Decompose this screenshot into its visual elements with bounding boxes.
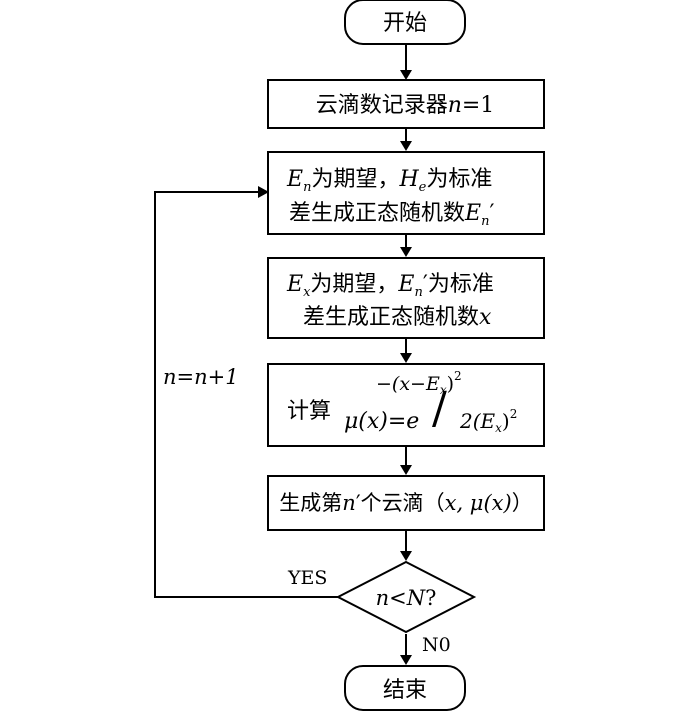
arrow-head (400, 247, 412, 257)
init-text: 云滴数记录器n=1 (316, 93, 495, 118)
end-label: 结束 (383, 678, 427, 703)
node-step2: Ex为期望，En′为标准 差生成正态随机数x (267, 257, 545, 339)
calc-slash: / (432, 383, 447, 434)
calc-numerator: −(x−Ex)2 (376, 369, 462, 397)
arrow-head (400, 551, 412, 561)
loop-label: n=n+1 (163, 365, 239, 389)
arrow-head (400, 141, 412, 151)
arrow-head (258, 186, 269, 198)
node-decision: n<N? (335, 560, 477, 634)
arrow-head (400, 655, 412, 665)
step1-line2: 差生成正态随机数En′ (289, 201, 494, 229)
arrow-head (400, 465, 412, 475)
edge-loop-back (154, 191, 338, 598)
edges (154, 44, 412, 665)
calc-denominator: 2(Ex)2 (459, 407, 517, 435)
node-step1: En为期望，He为标准 差生成正态随机数En′ (267, 151, 545, 235)
node-init: 云滴数记录器n=1 (267, 79, 545, 129)
decision-text: n<N? (376, 586, 437, 610)
arrow-head (400, 70, 412, 80)
node-generate: 生成第n′个云滴（x, μ(x)） (267, 475, 545, 531)
calc-label: 计算 (287, 399, 331, 424)
node-calc: 计算 μ(x)=e −(x−Ex)2 / 2(Ex)2 (267, 363, 545, 447)
arrow-head (400, 353, 412, 363)
step1-line1: En为期望，He为标准 (286, 167, 492, 195)
node-end: 结束 (344, 665, 466, 711)
no-label: N0 (422, 634, 451, 656)
step2-line2: 差生成正态随机数x (303, 305, 492, 330)
calc-lhs: μ(x)=e (344, 409, 419, 434)
start-label: 开始 (383, 11, 427, 36)
yes-label: YES (287, 567, 327, 589)
generate-text: 生成第n′个云滴（x, μ(x)） (279, 491, 532, 515)
step2-line1: Ex为期望，En′为标准 (286, 272, 494, 300)
node-start: 开始 (344, 0, 466, 45)
